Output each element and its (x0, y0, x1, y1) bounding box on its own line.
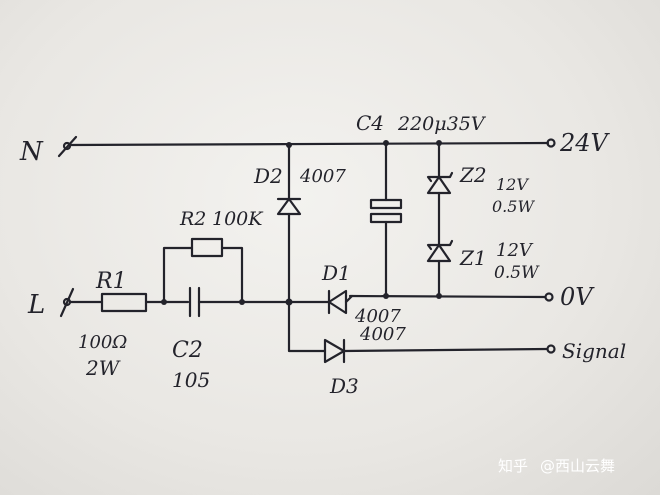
diode-d3 (323, 338, 346, 364)
d3-part-label: 4007 (359, 324, 406, 345)
z1-ref-label: Z1 (459, 246, 487, 270)
junction-dot (436, 140, 442, 146)
rail-24v (68, 141, 550, 147)
r1-value-label: 100Ω (78, 332, 127, 353)
junction-dot (383, 293, 389, 299)
d1-ref-label: D1 (321, 261, 351, 285)
wire (342, 347, 549, 353)
watermark-author: @西山云舞 (540, 457, 615, 475)
terminal-n (57, 135, 78, 158)
node-l-label: L (27, 290, 45, 320)
wire (220, 246, 244, 304)
terminal-signal (546, 344, 556, 354)
c2-value-label: 105 (172, 368, 210, 392)
zener-diode-z1 (426, 243, 452, 263)
wire (344, 294, 354, 304)
terminal-0v (544, 292, 554, 302)
resistor-r1 (100, 292, 148, 313)
capacitor-c4-plate (369, 198, 403, 210)
junction-dot (286, 142, 292, 148)
d3-ref-label: D3 (329, 374, 359, 398)
r2-ref-label: R2 (179, 208, 206, 230)
node-n-label: N (19, 137, 44, 167)
resistor-r2 (190, 237, 224, 258)
z2-power-label: 0.5W (492, 197, 535, 216)
junction-dot (436, 293, 442, 299)
c2-ref-label: C2 (172, 338, 203, 363)
capacitor-c4-plate (369, 212, 403, 224)
d2-ref-label: D2 (253, 164, 283, 188)
z2-voltage-label: 12V (496, 175, 529, 194)
z1-voltage-label: 12V (496, 240, 534, 261)
r1-power-label: 2W (85, 356, 121, 380)
diode-d1 (327, 289, 348, 315)
rail-0v (348, 294, 547, 299)
r1-ref-label: R1 (95, 269, 127, 294)
watermark-site: 知乎 (498, 457, 528, 475)
wire (162, 246, 194, 304)
zener-diode-z2 (426, 175, 452, 195)
diode-d2 (276, 197, 302, 216)
terminal-24v (546, 138, 556, 148)
c4-ref-label: C4 (356, 111, 384, 135)
c4-value-label: 220μ35V (397, 113, 487, 135)
node-0v-label: 0V (560, 283, 595, 311)
junction-dot (383, 140, 389, 146)
junction-dot (239, 299, 245, 305)
d2-part-label: 4007 (299, 166, 346, 187)
z2-ref-label: Z2 (459, 163, 487, 187)
d1-part-label: 4007 (354, 306, 401, 327)
node-signal-label: Signal (562, 339, 626, 363)
wire (287, 300, 327, 353)
node-24v-label: 24V (559, 129, 611, 157)
junction-dot (161, 299, 167, 305)
z1-power-label: 0.5W (494, 263, 540, 283)
r2-value-label: 100K (212, 208, 264, 230)
